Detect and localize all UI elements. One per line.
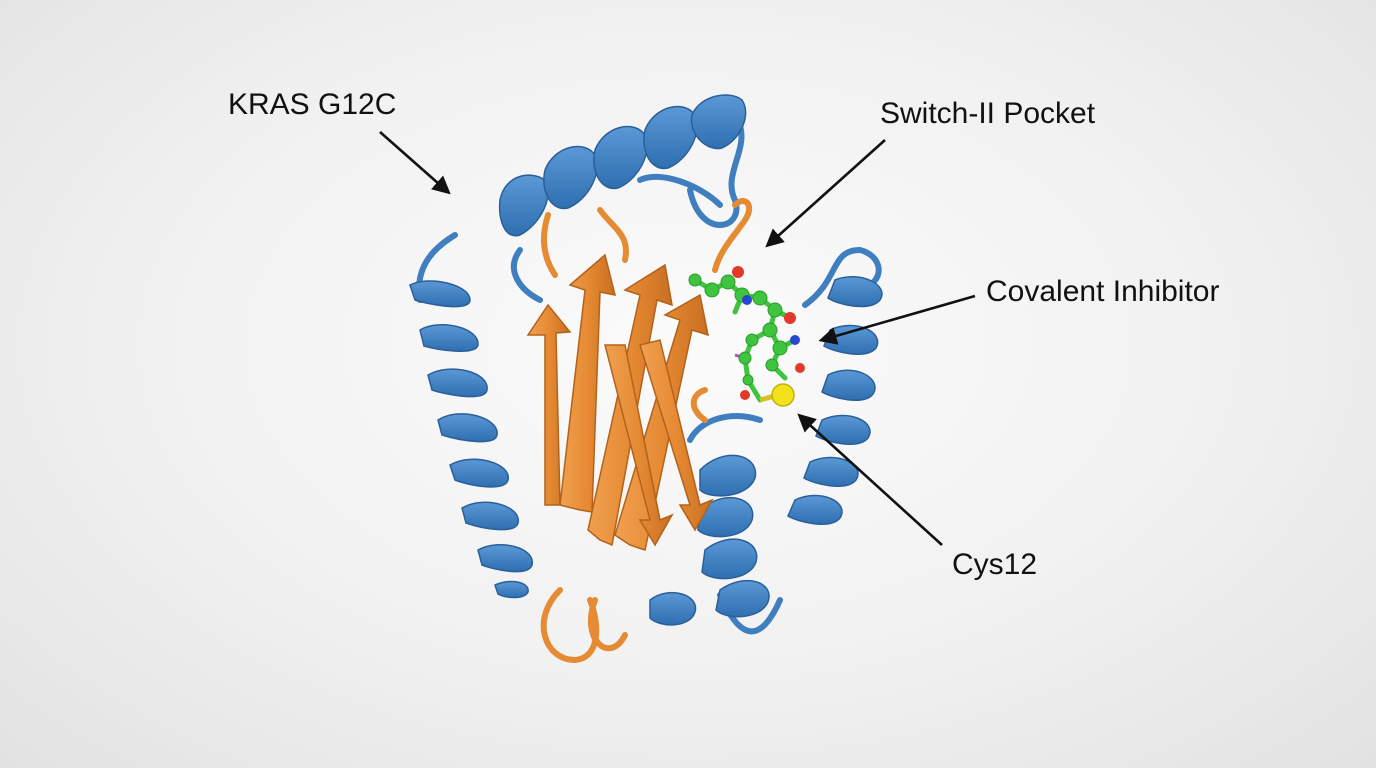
bottom-helix (649, 454, 770, 626)
beta-strand-1 (526, 303, 572, 506)
label-covalent-inhibitor: Covalent Inhibitor (986, 275, 1220, 308)
orange-loops (540, 198, 753, 664)
beta-strand-6 (639, 339, 714, 532)
beta-strand-2 (559, 253, 617, 513)
cys12-sulfur-atom (771, 383, 795, 407)
label-switch-ii-pocket: Switch-II Pocket (880, 97, 1096, 130)
arrow-switch-pocket (765, 139, 886, 248)
right-helix (787, 276, 883, 525)
arrow-cys12 (797, 413, 943, 546)
covalent-inhibitor-molecule (688, 266, 805, 407)
beta-strand-5 (604, 344, 674, 547)
top-helix (498, 94, 747, 237)
blue-loops (416, 107, 882, 635)
left-helix (409, 280, 533, 599)
annotation-arrows (379, 131, 976, 546)
arrow-inhibitor (818, 294, 976, 345)
arrow-kras (379, 131, 451, 195)
label-cys12: Cys12 (952, 548, 1038, 581)
label-kras-g12c: KRAS G12C (228, 88, 397, 121)
beta-sheet (526, 253, 714, 551)
